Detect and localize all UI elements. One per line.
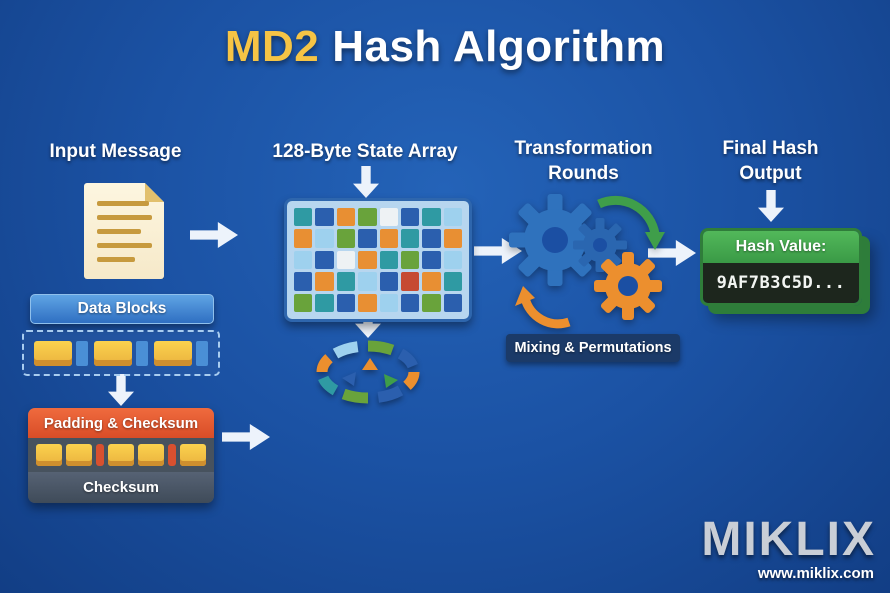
padded-block — [36, 444, 62, 466]
arrow-input-to-state-icon — [190, 222, 238, 248]
cycle-ring-icon — [316, 340, 420, 404]
data-block-group — [154, 340, 208, 366]
checksum-byte-block — [167, 444, 177, 466]
state-cell — [294, 229, 313, 248]
state-cell — [336, 272, 356, 291]
state-cell — [315, 293, 334, 312]
data-block-marker — [76, 340, 88, 366]
state-cell — [315, 250, 334, 270]
transformation-header-line1: Transformation — [514, 138, 653, 159]
output-header-line1: Final Hash — [722, 138, 819, 159]
state-cell — [400, 208, 420, 227]
state-cell — [379, 208, 398, 227]
data-block-group — [34, 340, 88, 366]
input-message-header: Input Message — [49, 141, 182, 162]
document-text-line — [97, 257, 135, 262]
state-cell — [400, 272, 420, 291]
state-cell — [443, 208, 462, 227]
state-cell — [294, 272, 313, 291]
state-cell — [358, 229, 377, 248]
state-cell — [422, 293, 441, 312]
hash-value-label: Hash Value: — [703, 231, 859, 263]
arrow-checksum-out-icon — [222, 424, 270, 450]
state-cell — [315, 229, 334, 248]
document-text-line — [97, 201, 149, 206]
document-icon — [84, 183, 164, 279]
padding-checksum-label: Padding & Checksum — [28, 408, 214, 438]
output-header-line2: Output — [739, 162, 802, 184]
document-fold-corner — [145, 183, 164, 202]
data-block-marker — [196, 340, 208, 366]
state-cell — [379, 250, 398, 270]
state-cell — [443, 250, 462, 270]
data-block — [34, 340, 72, 366]
padding-checksum-stack: Padding & Checksum Checksum — [28, 408, 214, 503]
arrow-header-to-grid-icon — [353, 166, 379, 198]
data-block-marker — [136, 340, 148, 366]
state-cell — [336, 293, 356, 312]
document-text-line — [97, 215, 152, 220]
hash-output-panel: Hash Value: 9AF7B3C5D... — [700, 228, 862, 306]
state-cell — [294, 293, 313, 312]
state-cell — [315, 208, 334, 227]
gears-icon — [509, 194, 665, 329]
data-blocks-label: Data Blocks — [30, 294, 214, 324]
padded-block — [65, 444, 92, 466]
state-cell — [358, 208, 377, 227]
state-cell — [443, 229, 462, 248]
checksum-byte-block — [95, 444, 105, 466]
data-block-group — [94, 340, 148, 366]
state-array-grid — [294, 208, 462, 312]
mixing-permutations-label: Mixing & Permutations — [506, 334, 680, 362]
state-cell — [294, 250, 313, 270]
arrow-blocks-to-padding-icon — [108, 374, 134, 406]
padded-block — [108, 444, 134, 466]
padded-block — [180, 444, 207, 466]
data-block — [154, 340, 192, 366]
state-cell — [336, 208, 356, 227]
data-block — [94, 340, 132, 366]
state-cell — [422, 229, 441, 248]
state-cell — [422, 272, 441, 291]
state-array-header: 128-Byte State Array — [272, 141, 458, 162]
document-text-line — [97, 229, 141, 234]
state-cell — [336, 250, 356, 270]
state-cell — [379, 229, 398, 248]
state-cell — [358, 250, 377, 270]
checksum-label: Checksum — [28, 472, 214, 503]
document-text-line — [97, 243, 152, 248]
state-cell — [379, 272, 398, 291]
brand-url: www.miklix.com — [757, 565, 874, 582]
state-cell — [400, 293, 420, 312]
state-cell — [294, 208, 313, 227]
brand-logo: MIKLIX — [701, 513, 876, 566]
state-cell — [400, 229, 420, 248]
state-cell — [336, 229, 356, 248]
state-cell — [358, 272, 377, 291]
state-cell — [400, 250, 420, 270]
state-cell — [358, 293, 377, 312]
final-hash-output-header: Final Hash Output — [688, 137, 853, 186]
title-rest: Hash Algorithm — [332, 22, 666, 71]
hash-value-text: 9AF7B3C5D... — [703, 263, 859, 303]
state-cell — [443, 272, 462, 291]
transformation-header-line2: Rounds — [548, 162, 619, 184]
padded-block — [137, 444, 164, 466]
state-cell — [422, 250, 441, 270]
state-cell — [422, 208, 441, 227]
state-cell — [379, 293, 398, 312]
state-cell — [315, 272, 334, 291]
padded-blocks-strip — [28, 438, 214, 472]
title-accent: MD2 — [224, 22, 320, 71]
arrow-header-to-hash-icon — [758, 190, 784, 222]
transformation-rounds-header: Transformation Rounds — [496, 137, 671, 186]
state-cell — [443, 293, 462, 312]
data-blocks-box — [22, 330, 220, 376]
state-array-panel — [284, 198, 472, 322]
